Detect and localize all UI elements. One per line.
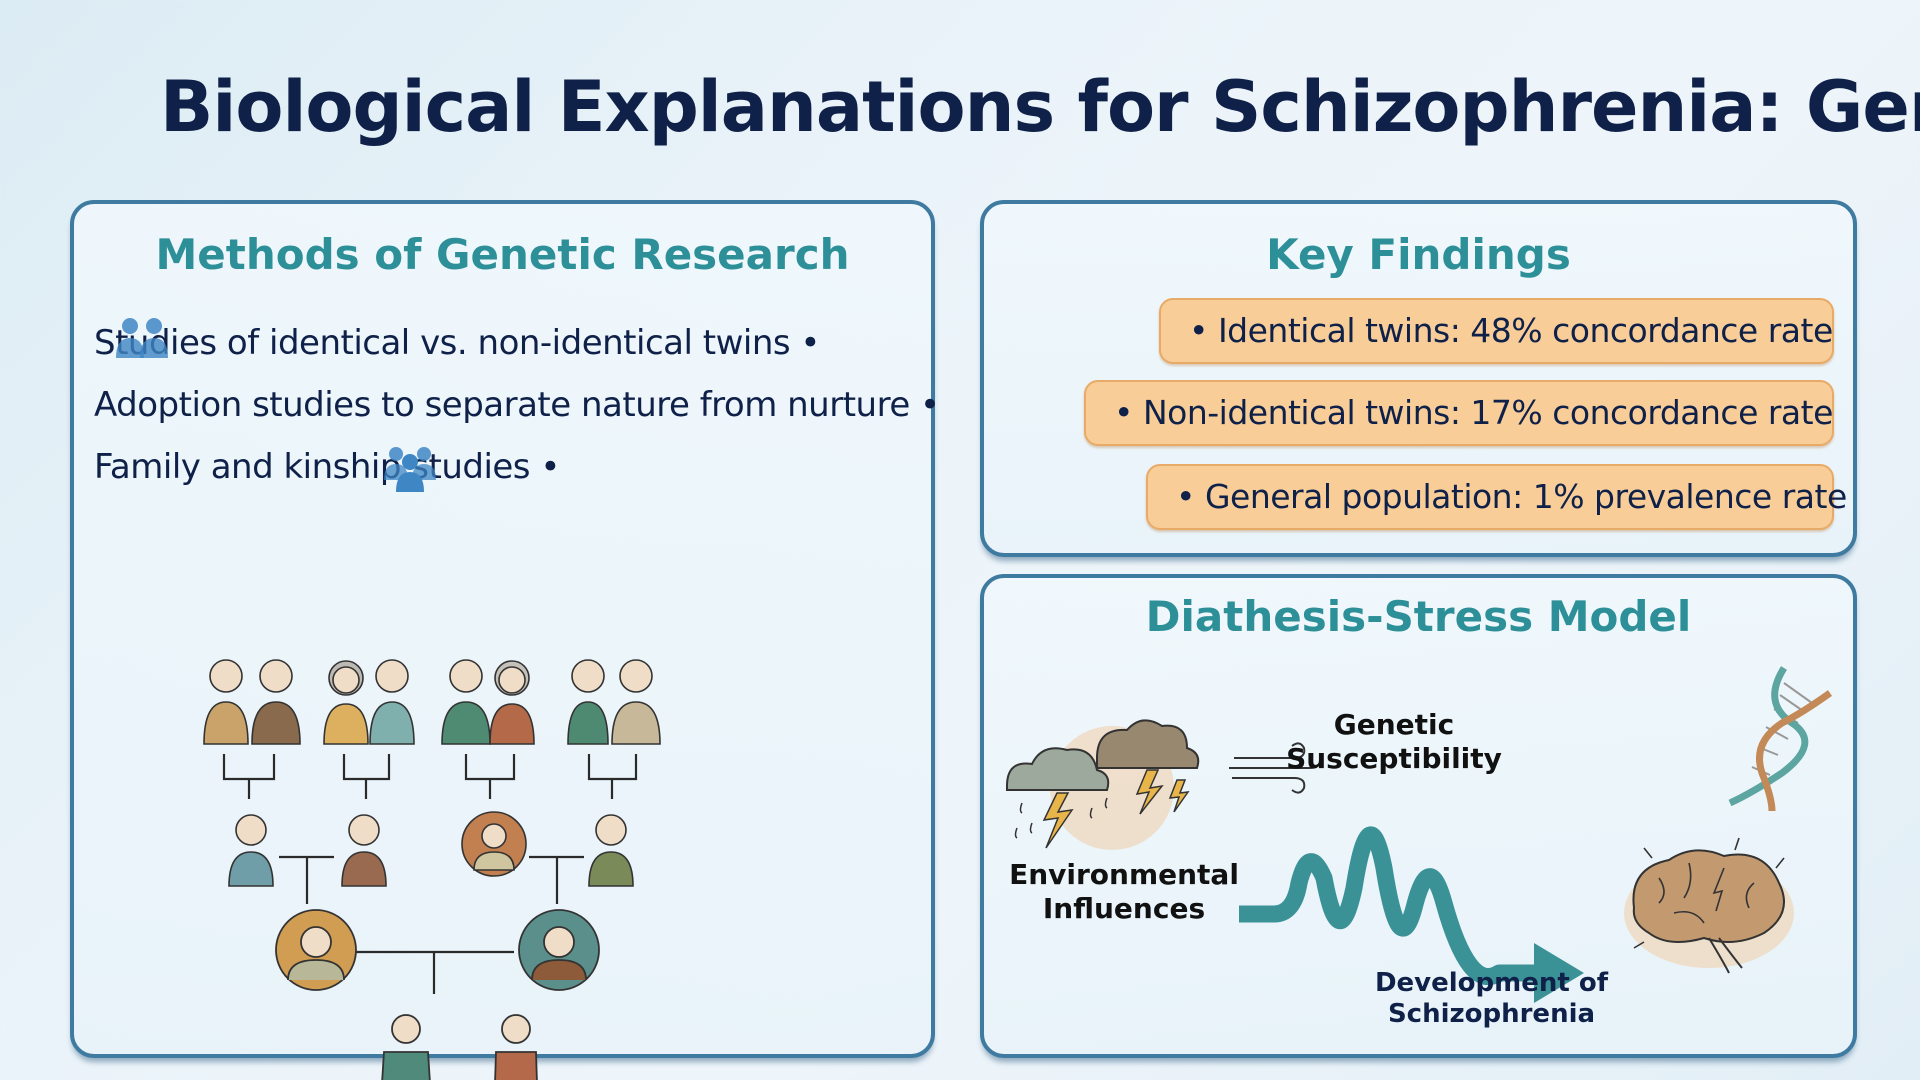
methods-heading: Methods of Genetic Research (155, 230, 850, 279)
diathesis-stress-panel: Diathesis-Stress Model Environmental Inf… (980, 574, 1857, 1058)
wave-arrow-icon (1239, 826, 1584, 1003)
finding-non-identical-twins: • Non-identical twins: 17% concordance r… (1084, 380, 1834, 446)
methods-list: Studies of identical vs. non-identical t… (94, 312, 940, 498)
environmental-influences-label: Environmental Influences (1009, 858, 1239, 925)
cracked-brain-icon (1624, 837, 1794, 974)
storm-cloud-icon (1006, 719, 1200, 850)
people-group-icon (384, 447, 436, 492)
method-text: Adoption studies to separate nature from… (94, 385, 940, 425)
family-tree-illustration (203, 659, 661, 1080)
slide-title: Biological Explanations for Schizophreni… (160, 66, 1920, 148)
finding-identical-twins: • Identical twins: 48% concordance rate (1159, 298, 1834, 364)
wind-icon (1229, 742, 1322, 794)
development-of-schizophrenia-label: Development of Schizophrenia (1374, 968, 1609, 1030)
genetic-susceptibility-label: Genetic Susceptibility (1286, 708, 1502, 775)
model-heading: Diathesis-Stress Model (1145, 592, 1692, 641)
method-item-adoption: Adoption studies to separate nature from… (94, 374, 940, 436)
method-item-family: Family and kinship studies • (94, 436, 940, 498)
methods-panel: Methods of Genetic Research Studies of i… (70, 200, 940, 1080)
people-group-icon (116, 318, 168, 358)
method-text: Family and kinship studies • (94, 447, 560, 487)
findings-heading: Key Findings (1266, 230, 1571, 279)
findings-panel: Key Findings • Identical twins: 48% conc… (980, 200, 1857, 557)
dna-icon (1728, 666, 1833, 812)
finding-general-population: • General population: 1% prevalence rate (1146, 464, 1847, 530)
method-item-twins: Studies of identical vs. non-identical t… (94, 312, 940, 374)
method-text: Studies of identical vs. non-identical t… (94, 323, 820, 363)
